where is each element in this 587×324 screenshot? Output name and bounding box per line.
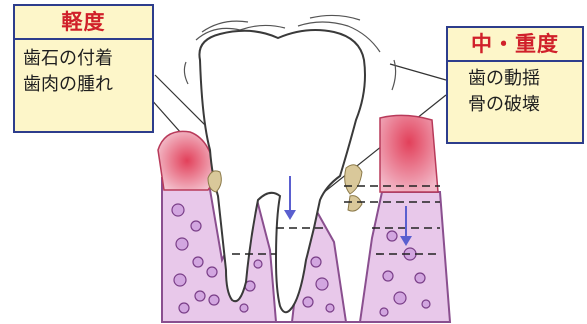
severe-symptom-2: 骨の破壊 [460,92,582,118]
severe-stage-title: 中・重度 [448,28,582,62]
severe-symptom-1: 歯の動揺 [460,66,582,92]
mild-stage-title: 軽度 [15,6,152,40]
gum-right [380,115,438,192]
mild-stage-label: 軽度 歯石の付着 歯肉の腫れ [13,4,154,133]
mild-symptom-1: 歯石の付着 [15,46,152,72]
mild-symptom-2: 歯肉の腫れ [15,72,152,98]
severe-stage-label: 中・重度 歯の動揺 骨の破壊 [446,26,584,144]
severe-leader-line [390,64,446,80]
